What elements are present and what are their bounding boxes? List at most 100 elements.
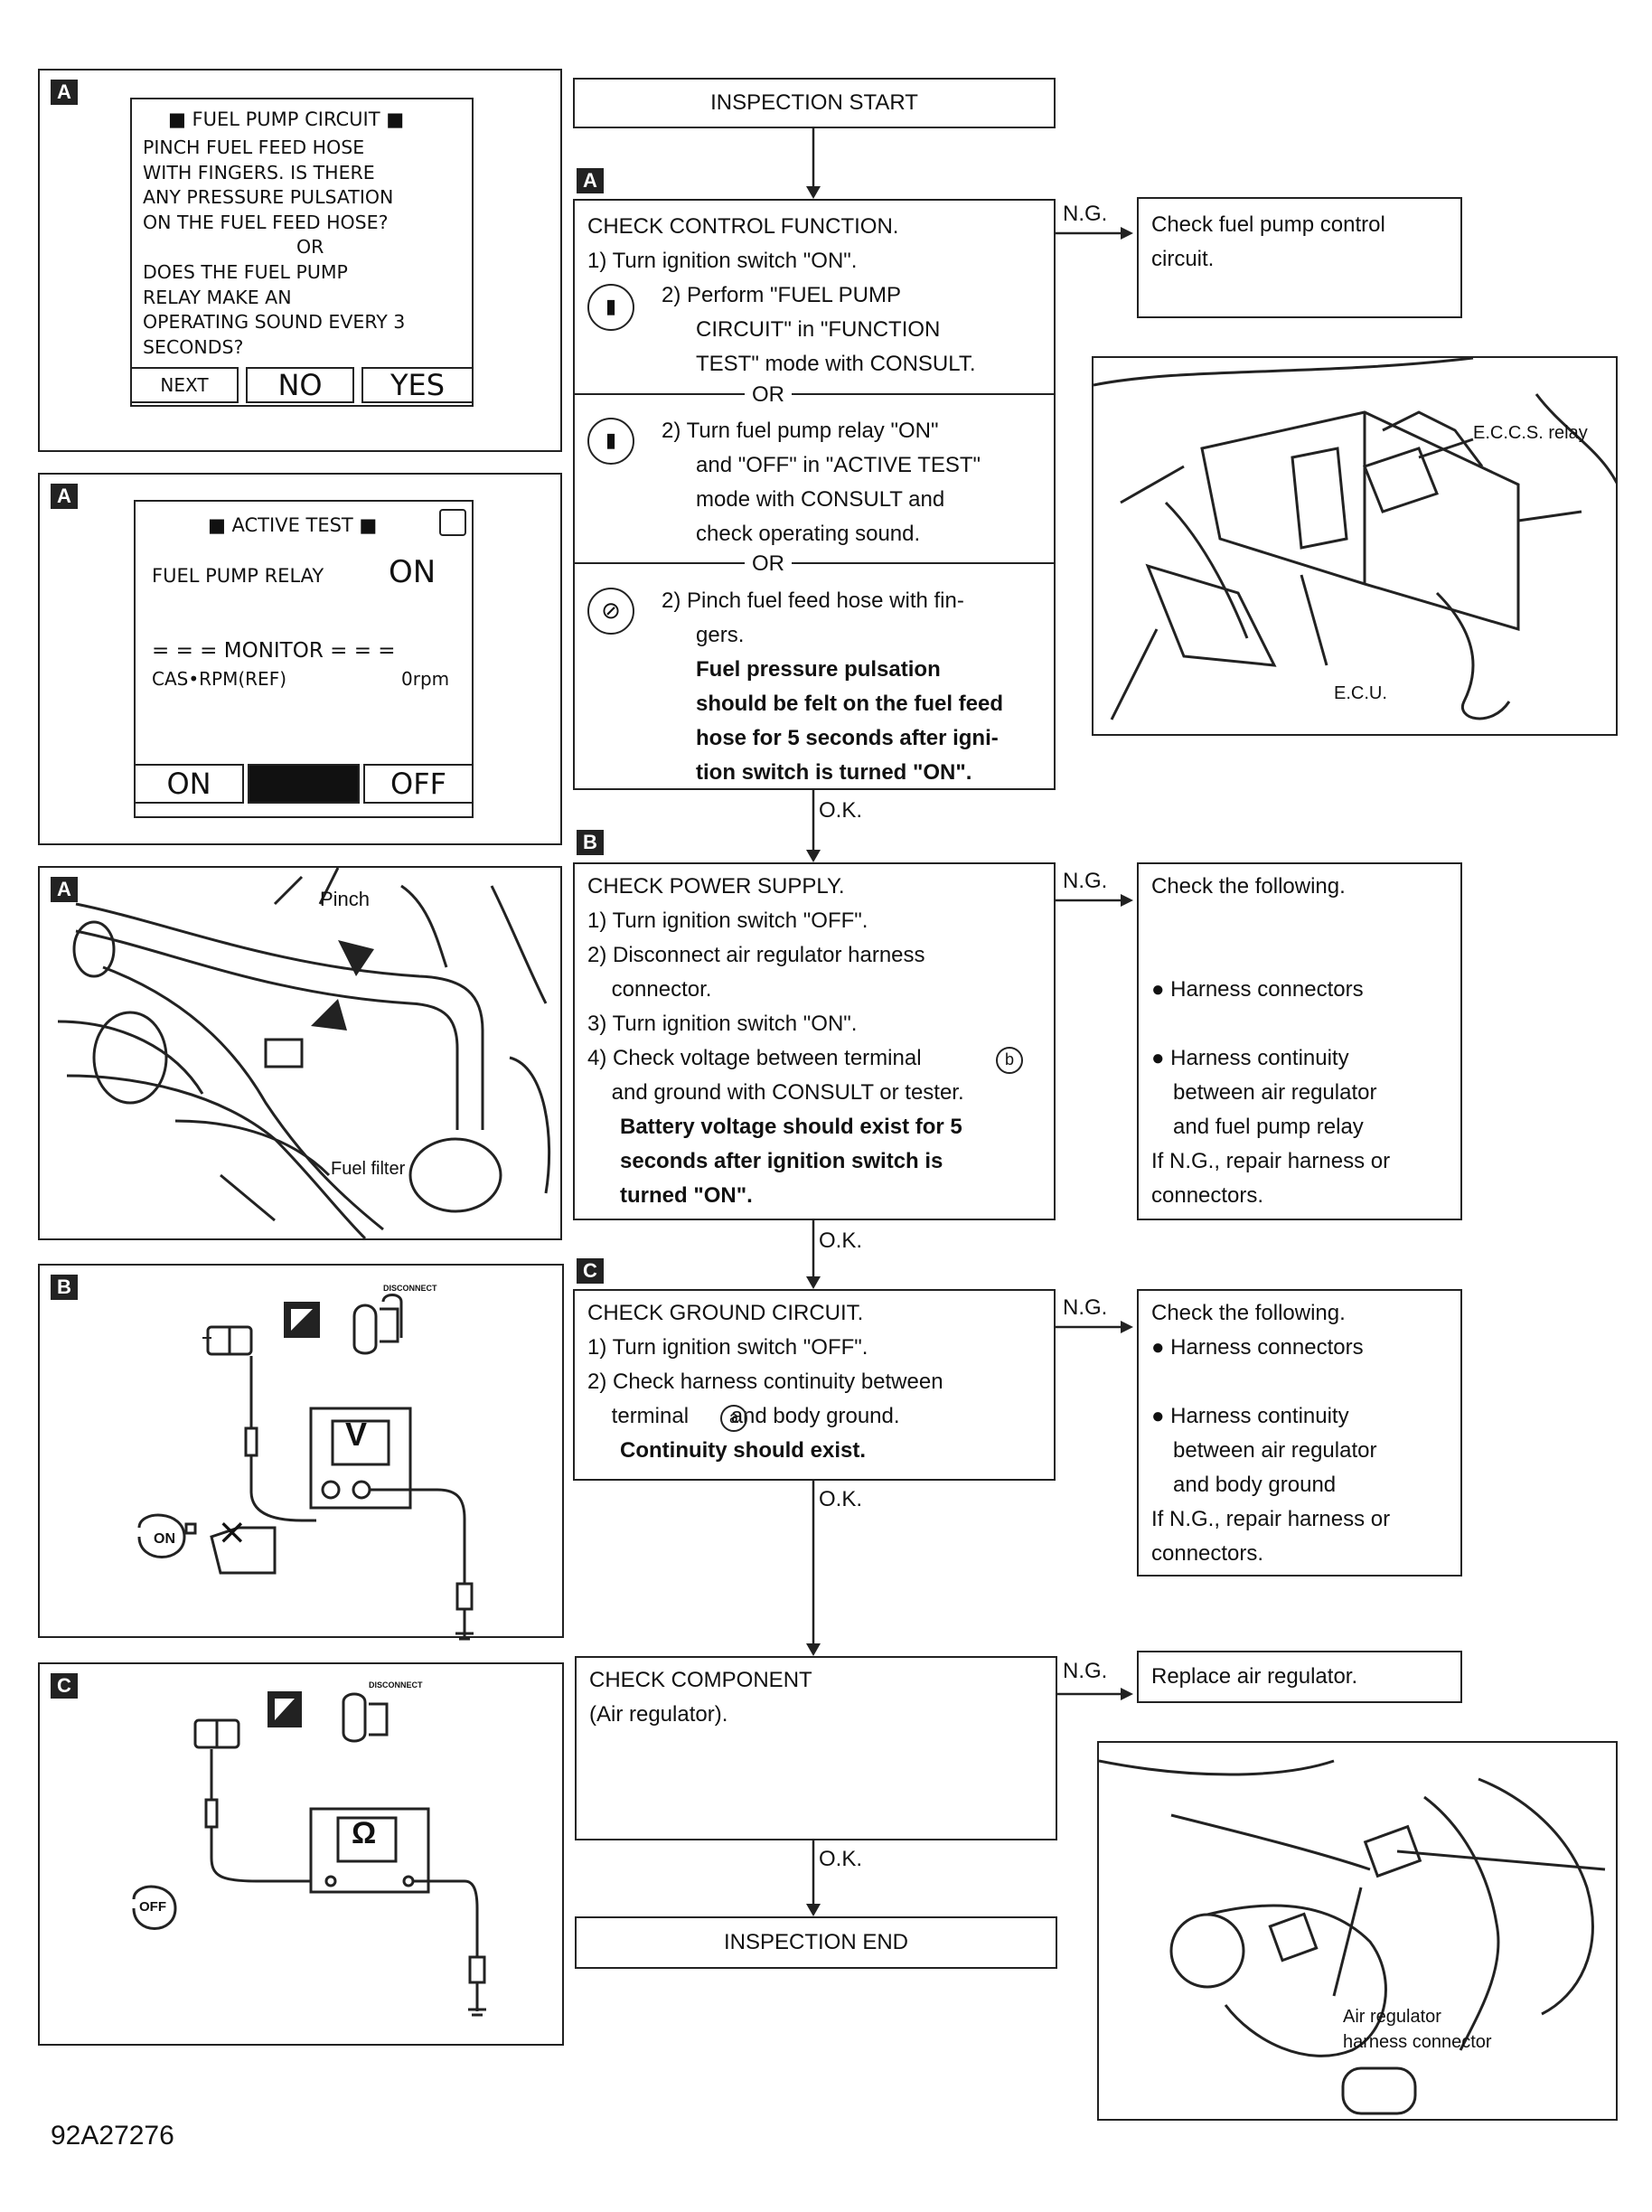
cas-label: CAS•RPM(REF) xyxy=(152,668,286,690)
step-b-bold: seconds after ignition switch is xyxy=(620,1149,943,1173)
step-a-line: 2) Turn fuel pump relay "ON" xyxy=(662,419,939,443)
step-a-bold: hose for 5 seconds after igni- xyxy=(696,726,999,750)
ohmmeter-symbol: Ω xyxy=(352,1816,377,1850)
ecu-illustration xyxy=(1094,358,1616,720)
screen-line: DOES THE FUEL PUMP xyxy=(143,260,348,283)
air-regulator-illustration xyxy=(1099,1759,1606,2115)
step-a-line: 2) Perform "FUEL PUMP xyxy=(662,283,902,307)
or-label: OR xyxy=(745,547,792,581)
relay-label: FUEL PUMP RELAY xyxy=(152,565,324,587)
step-a-line: 2) Pinch fuel feed hose with fin- xyxy=(662,588,964,613)
inspection-end: INSPECTION END xyxy=(575,1916,1057,1969)
panel-tag: A xyxy=(51,877,78,902)
screen-line: OR xyxy=(296,236,324,259)
step-d-box: CHECK COMPONENT (Air regulator). xyxy=(575,1656,1057,1840)
step-a-line: and "OFF" in "ACTIVE TEST" xyxy=(696,453,981,477)
harness-connector-label: harness connector xyxy=(1343,2032,1492,2052)
step-tag-c: C xyxy=(577,1258,604,1284)
ng-label: N.G. xyxy=(1063,202,1108,226)
panel-a1: A ■ FUEL PUMP CIRCUIT ■ PINCH FUEL FEED … xyxy=(38,69,562,452)
ng-a-line: Check fuel pump control xyxy=(1151,212,1385,237)
yes-button[interactable]: YES xyxy=(361,367,474,403)
disconnect-label: DISCONNECT xyxy=(383,1284,437,1293)
screen-title: ■ ACTIVE TEST ■ xyxy=(208,514,378,536)
screen-line: RELAY MAKE AN xyxy=(143,286,292,308)
screen-lines: PINCH FUEL FEED HOSE WITH FINGERS. IS TH… xyxy=(143,136,405,360)
voltmeter-diagram xyxy=(137,1294,474,1641)
ng-a-box: Check fuel pump control circuit. xyxy=(1137,197,1462,318)
ng-c-box: Check the following. ● Harness connector… xyxy=(1137,1289,1462,1577)
screen-line: WITH FINGERS. IS THERE xyxy=(143,161,375,184)
panel-a3: Pinch Fuel filter A xyxy=(38,866,562,1240)
step-tag-a: A xyxy=(577,168,604,193)
step-b-line: 1) Turn ignition switch "OFF". xyxy=(587,908,868,933)
no-button[interactable]: NO xyxy=(246,367,354,403)
step-d-line: (Air regulator). xyxy=(589,1702,728,1727)
ng-d-box: Replace air regulator. xyxy=(1137,1651,1462,1703)
step-b-line: 4) Check voltage between terminal xyxy=(587,1046,922,1070)
panel-tag: C xyxy=(51,1673,78,1699)
step-a-line: mode with CONSULT and xyxy=(696,487,945,512)
terminal-a-icon: a xyxy=(720,1405,747,1432)
relay-value: ON xyxy=(389,554,436,590)
ng-c-line: ● Harness connectors xyxy=(1151,1335,1364,1360)
pinch-label: Pinch xyxy=(320,888,371,910)
ng-d-line: Replace air regulator. xyxy=(1151,1664,1358,1689)
off-button[interactable]: OFF xyxy=(363,764,474,804)
screen-line: ON THE FUEL FEED HOSE? xyxy=(143,211,389,233)
ng-b-line: ● Harness continuity xyxy=(1151,1046,1349,1070)
ng-c-line: and body ground xyxy=(1173,1473,1337,1497)
ng-label: N.G. xyxy=(1063,869,1108,893)
ng-b-line: If N.G., repair harness or xyxy=(1151,1149,1391,1173)
divider xyxy=(575,562,1054,564)
step-c-line: 1) Turn ignition switch "OFF". xyxy=(587,1335,868,1360)
blank-button[interactable] xyxy=(248,764,360,804)
ignition-off-icon: OFF xyxy=(139,1899,166,1915)
screen-line: PINCH FUEL FEED HOSE xyxy=(143,136,365,158)
step-a-line: CIRCUIT" in "FUNCTION xyxy=(696,317,941,342)
panel-tag: B xyxy=(51,1275,78,1300)
engine-off-icon: ⨯ xyxy=(217,1512,248,1552)
step-b-line: connector. xyxy=(587,977,712,1002)
ok-label: O.K. xyxy=(819,798,863,823)
step-c-box: CHECK GROUND CIRCUIT. 1) Turn ignition s… xyxy=(573,1289,1056,1481)
fuel-filter-label: Fuel filter xyxy=(331,1159,406,1179)
panel-tag: A xyxy=(51,80,78,105)
ng-c-line: Check the following. xyxy=(1151,1301,1346,1325)
photo-air-regulator: Air regulator harness connector xyxy=(1097,1741,1618,2121)
no-consult-icon: ⊘ xyxy=(587,588,634,635)
step-a-box: CHECK CONTROL FUNCTION. 1) Turn ignition… xyxy=(573,199,1056,790)
step-b-line: 3) Turn ignition switch "ON". xyxy=(587,1012,858,1036)
fuel-hose-illustration xyxy=(57,868,551,1238)
ng-b-line: and fuel pump relay xyxy=(1173,1115,1364,1139)
voltmeter-symbol: V xyxy=(345,1416,368,1453)
screen-line: SECONDS? xyxy=(143,335,244,358)
ng-label: N.G. xyxy=(1063,1659,1108,1683)
step-b-box: CHECK POWER SUPPLY. 1) Turn ignition swi… xyxy=(573,862,1056,1220)
step-tag-b: B xyxy=(577,830,604,855)
checkbox-icon xyxy=(439,509,466,536)
screen-line: OPERATING SOUND EVERY 3 xyxy=(143,311,406,334)
inspection-start: INSPECTION START xyxy=(573,78,1056,128)
step-c-line: CHECK GROUND CIRCUIT. xyxy=(587,1301,864,1325)
screen-line: ANY PRESSURE PULSATION xyxy=(143,186,394,209)
eccs-relay-label: E.C.C.S. relay xyxy=(1473,423,1588,443)
ok-label: O.K. xyxy=(819,1847,863,1871)
ng-b-box: Check the following. ● Harness connector… xyxy=(1137,862,1462,1220)
ng-c-line: If N.G., repair harness or xyxy=(1151,1507,1391,1531)
consult-screen: ■ FUEL PUMP CIRCUIT ■ PINCH FUEL FEED HO… xyxy=(130,98,474,407)
step-a-line: 1) Turn ignition switch "ON". xyxy=(587,249,858,273)
step-a-line: gers. xyxy=(696,623,745,647)
next-button[interactable]: NEXT xyxy=(130,367,239,403)
ng-c-line: ● Harness continuity xyxy=(1151,1404,1349,1428)
figure-code: 92A27276 xyxy=(51,2121,174,2151)
ng-b-line: between air regulator xyxy=(1173,1080,1377,1105)
step-c-bold: Continuity should exist. xyxy=(620,1438,867,1463)
panel-a2: A ■ ACTIVE TEST ■ FUEL PUMP RELAY ON = =… xyxy=(38,473,562,845)
ng-label: N.G. xyxy=(1063,1295,1108,1320)
step-a-title: CHECK CONTROL FUNCTION. xyxy=(587,214,899,239)
on-button[interactable]: ON xyxy=(134,764,244,804)
terminal-b-icon: b xyxy=(996,1047,1023,1074)
ng-b-line: ● Harness connectors xyxy=(1151,977,1364,1002)
